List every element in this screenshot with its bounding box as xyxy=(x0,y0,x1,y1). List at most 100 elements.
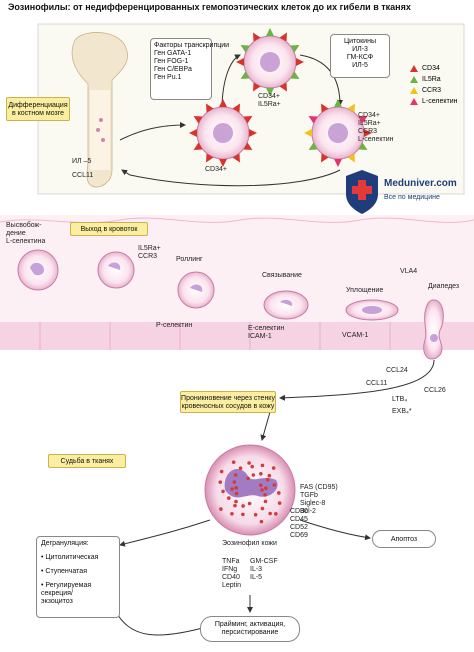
cd34-full-label: CD34+ IL5Ra+ CCR3 L-селектин xyxy=(358,112,394,143)
cytokine-2: ГМ-КСФ xyxy=(346,54,374,61)
receptor-spike xyxy=(334,99,342,107)
death-signal-1: TGFb xyxy=(300,492,318,499)
granule xyxy=(218,480,223,484)
cd34-full-cell xyxy=(311,106,365,160)
legend-label-3: L-селектин xyxy=(422,98,458,105)
receptor-spike xyxy=(308,116,318,124)
cytokine-0: Цитокины xyxy=(344,38,376,45)
granule xyxy=(264,486,268,491)
granule xyxy=(232,480,237,484)
receptor-spike xyxy=(206,153,214,163)
death-signal-0: FAS (CD95) xyxy=(300,484,338,491)
receptor-spike xyxy=(296,58,304,66)
surface-marker-2: CD52 xyxy=(290,524,308,531)
transcription-factor-2: Ген FOG-1 xyxy=(154,58,189,65)
receptor-spike xyxy=(253,82,261,92)
granule xyxy=(272,483,277,487)
granule xyxy=(221,489,225,494)
degranulation-title: Дегрануляция: xyxy=(41,540,89,547)
diapedesis-label: Диапедез xyxy=(428,283,460,290)
receptor-spike xyxy=(266,28,274,36)
granule xyxy=(265,477,270,482)
skin-eosinophil xyxy=(204,444,296,536)
legend-swatch-1 xyxy=(410,75,418,83)
receptor-spike xyxy=(364,129,372,137)
receptor-spike xyxy=(321,103,329,113)
granule xyxy=(260,506,265,511)
ccl24-label: CCL24 xyxy=(386,367,408,374)
cd34-il5-cell xyxy=(243,35,297,89)
granule xyxy=(230,487,234,491)
cytokine-3: ИЛ-5 xyxy=(352,62,368,69)
legend-item-3: L-селектин xyxy=(410,96,458,107)
receptor-spike xyxy=(290,71,300,79)
transcription-factor-3: Ген C/EBPa xyxy=(154,66,192,73)
degranulation-item-0: • Цитолитическая xyxy=(41,554,99,561)
il5-label: ИЛ –5 xyxy=(72,158,92,165)
receptor-spike xyxy=(243,142,253,150)
legend-item-1: IL5Ra xyxy=(410,74,458,85)
legend-item-2: CCR3 xyxy=(410,85,458,96)
mediator-right-0: GM-CSF xyxy=(250,558,278,565)
degranulation-item-1: • Ступенчатая xyxy=(41,568,87,575)
granule xyxy=(219,507,223,511)
apoptosis-box: Апоптоз xyxy=(372,530,436,548)
receptor-spike xyxy=(193,116,203,124)
receptor-spike xyxy=(304,129,312,137)
il5-ccr3-label: IL5Ra+ CCR3 xyxy=(138,245,161,260)
granule xyxy=(219,469,224,474)
mediator-right-2: IL-5 xyxy=(250,574,263,581)
granule xyxy=(246,476,250,481)
mediator-left-0: TNFa xyxy=(222,558,240,565)
penetration-label: Проникновение через стенку кровеносных с… xyxy=(180,391,276,413)
granule xyxy=(234,491,239,496)
nuclei xyxy=(30,262,438,342)
granule xyxy=(263,499,268,504)
degranulation-item-2: • Регулируемая секреция/ экзоцитоз xyxy=(41,582,92,605)
granule xyxy=(267,473,272,478)
granule xyxy=(247,461,251,465)
granule xyxy=(227,496,231,500)
granule xyxy=(253,512,258,517)
granule xyxy=(260,488,264,492)
receptor-spike xyxy=(243,116,253,124)
receptor-spike xyxy=(358,142,368,150)
receptor-spike xyxy=(206,103,214,113)
granule xyxy=(241,512,245,517)
legend-swatch-2 xyxy=(410,86,418,94)
granule xyxy=(231,460,236,464)
receptor-spike xyxy=(279,32,287,42)
bone-marrow-label: Дифференциация в костном мозге xyxy=(6,97,70,121)
granule xyxy=(234,486,239,490)
receptor-spike xyxy=(240,71,250,79)
granule xyxy=(271,466,276,470)
mediator-left-2: CD40 xyxy=(222,574,240,581)
surface-marker-3: CD69 xyxy=(290,532,308,539)
flattening-label: Уплощение xyxy=(346,287,384,294)
receptor-spike xyxy=(334,159,342,167)
degranulation-box: Дегрануляция: • Цитолитическая • Ступенча… xyxy=(36,536,120,618)
receptor-spike xyxy=(321,153,329,163)
surface-marker-1: CD45 xyxy=(290,516,308,523)
death-signal-3: Bcl-2 xyxy=(300,508,316,515)
granule xyxy=(258,483,263,488)
granule xyxy=(233,503,237,508)
granule xyxy=(259,472,263,476)
receptor-spike xyxy=(279,82,287,92)
death-signal-2: Siglec-8 xyxy=(300,500,326,507)
priming-box: Прайминг, активация, персистирование xyxy=(200,616,300,642)
receptor-spike xyxy=(219,159,227,167)
ltb4-label: LTB₄ xyxy=(392,396,408,403)
mediator-left-3: Leptin xyxy=(222,582,242,589)
legend-item-0: CD34 xyxy=(410,63,458,74)
bone-illustration xyxy=(71,32,128,188)
granule xyxy=(263,493,267,497)
receptor-spike xyxy=(290,45,300,53)
granule xyxy=(247,501,252,506)
granules xyxy=(218,460,282,524)
receptor-spike xyxy=(253,32,261,42)
